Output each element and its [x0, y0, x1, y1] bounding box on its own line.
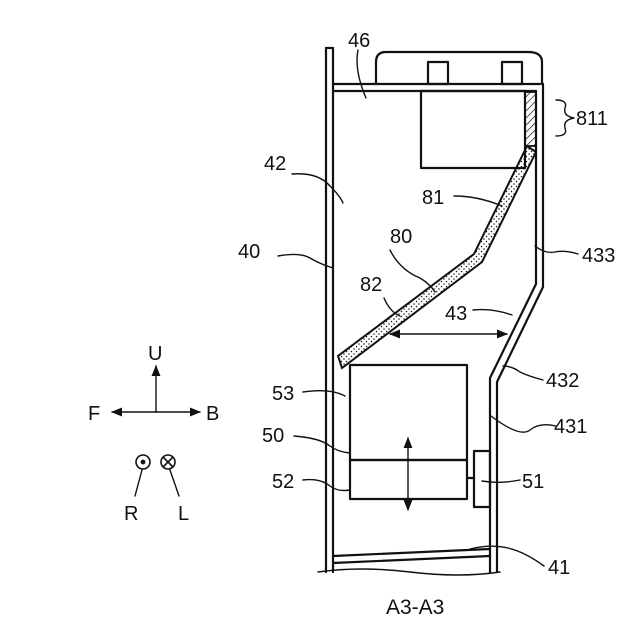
label-41: 41: [548, 557, 570, 579]
label-43: 43: [445, 303, 467, 325]
label-80: 80: [390, 226, 412, 248]
component-811-block: [421, 91, 525, 168]
label-432: 432: [546, 370, 579, 392]
front-wall-40: [326, 48, 333, 572]
part-51: [474, 451, 490, 507]
label-811: 811: [576, 108, 608, 130]
direction-front-label: F: [88, 403, 100, 425]
label-82: 82: [360, 274, 382, 296]
bottom-wall-41: [318, 549, 500, 575]
direction-left-label: L: [178, 503, 189, 525]
top-cover-bracket: [376, 52, 542, 84]
label-46: 46: [348, 30, 370, 52]
label-50: 50: [262, 425, 284, 447]
direction-up-label: U: [148, 343, 162, 365]
label-431: 431: [554, 416, 587, 438]
label-51: 51: [522, 471, 544, 493]
label-40: 40: [238, 241, 260, 263]
label-53: 53: [272, 383, 294, 405]
dot-circle-icon: [136, 455, 150, 469]
direction-indicator: [112, 366, 200, 496]
cross-circle-icon: [161, 455, 175, 469]
label-42: 42: [264, 153, 286, 175]
label-52: 52: [272, 471, 294, 493]
label-81: 81: [422, 187, 444, 209]
section-caption: A3-A3: [386, 596, 444, 619]
label-433: 433: [582, 245, 615, 267]
rear-wall-43: [490, 84, 543, 572]
hatched-part-811: [525, 92, 536, 146]
direction-back-label: B: [206, 403, 219, 425]
direction-right-label: R: [124, 503, 138, 525]
